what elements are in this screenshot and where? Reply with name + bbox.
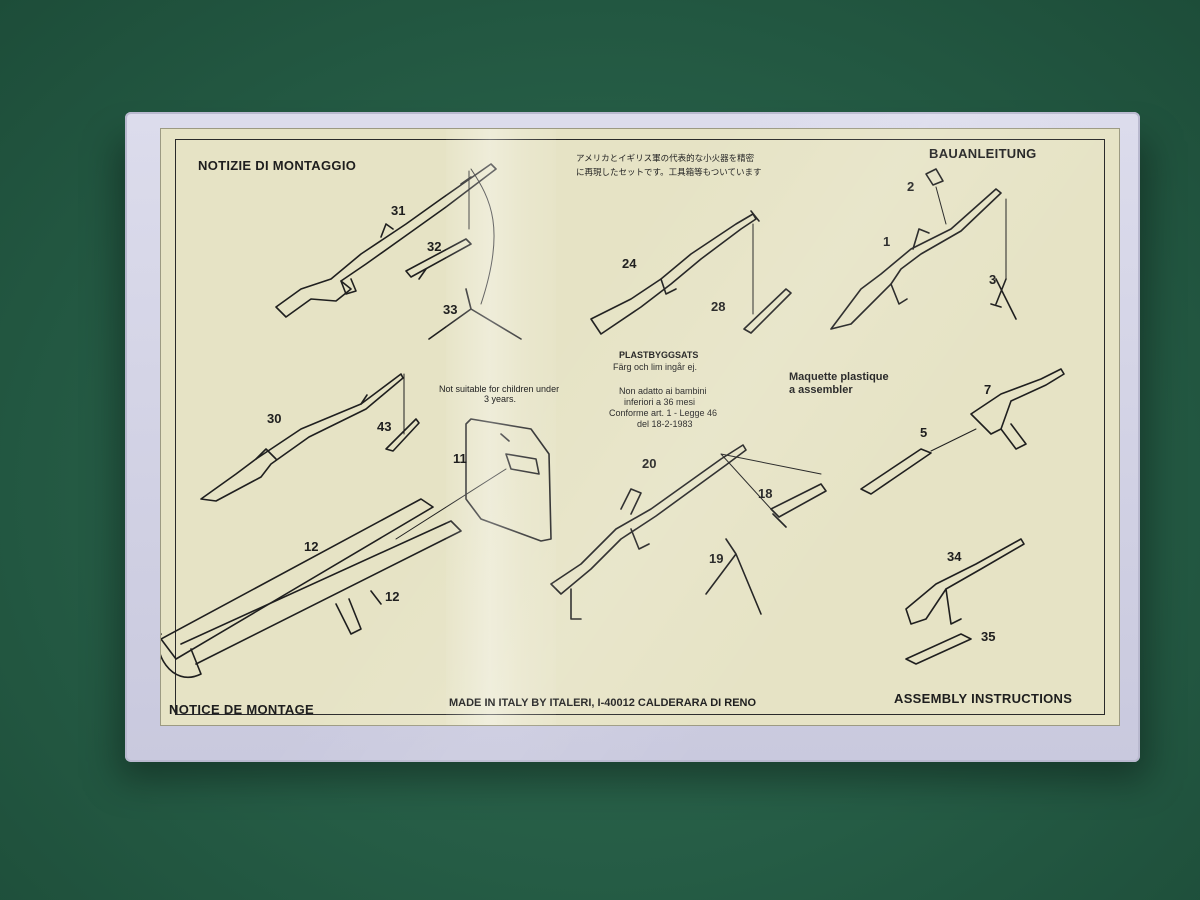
part-7-drawing [970,368,1065,450]
weapon-illustrations [161,163,1065,678]
heading-german: BAUANLEITUNG [929,146,1037,161]
part-35-drawing [905,633,972,665]
part-5-drawing [860,448,932,495]
japanese-line-2: に再現したセットです。工具箱等もついています [576,167,762,177]
heading-italian: NOTIZIE DI MONTAGGIO [198,158,357,173]
part-number-30: 30 [267,411,282,426]
italian-notice-1: Non adatto ai bambini [619,386,707,396]
part-number-31: 31 [391,203,406,218]
part-30-drawing [200,373,404,502]
part-32-drawing [405,238,472,278]
heading-french: NOTICE DE MONTAGE [169,702,314,717]
swedish-sub: Färg och lim ingår ej. [613,362,698,372]
part-number-2: 2 [907,179,915,194]
part-43-drawing [385,418,420,452]
part-20-drawing [550,444,747,620]
part-28-drawing [743,288,792,334]
part-number-24: 24 [622,256,637,271]
part-33-drawing [428,288,522,340]
part-number-5: 5 [920,425,928,440]
part-number-11: 11 [453,451,467,466]
part-number-43: 43 [377,419,392,434]
part-number-12-lower: 12 [385,589,400,604]
manufacturer-line: MADE IN ITALY BY ITALERI, I-40012 CALDER… [449,697,757,709]
part-number-20: 20 [642,456,657,471]
italian-notice-2: inferiori a 36 mesi [624,397,696,407]
english-notice-2: 3 years. [484,394,517,404]
part-number-34: 34 [947,549,962,564]
part-3-drawing [990,278,1017,320]
french-notice-2: a assembler [789,384,853,396]
instruction-panel: NOTIZIE DI MONTAGGIO BAUANLEITUNG NOTICE… [160,128,1120,726]
part-11-drawing [465,418,552,542]
heading-english: ASSEMBLY INSTRUCTIONS [894,691,1073,706]
part-number-3: 3 [989,272,997,287]
part-24-drawing [590,210,760,335]
part-19-drawing [705,538,762,615]
japanese-line-1: アメリカとイギリス軍の代表的な小火器を精密 [576,153,755,163]
part-number-18: 18 [758,486,773,501]
part-12-drawing [161,498,462,678]
english-notice-1: Not suitable for children under [439,384,560,394]
part-number-35: 35 [981,629,996,644]
part-number-1: 1 [883,234,891,249]
part-number-33: 33 [443,302,458,317]
part-18-drawing [770,483,827,528]
part-number-19: 19 [709,551,724,566]
panel-border [175,139,1105,715]
italian-notice-4: del 18-2-1983 [637,419,693,429]
italian-notice-3: Conforme art. 1 - Legge 46 [609,408,718,418]
part-34-drawing [905,538,1025,625]
part-number-7: 7 [984,382,992,397]
french-notice-1: Maquette plastique [789,371,889,383]
part-1-drawing [830,188,1002,330]
part-number-32: 32 [427,239,442,254]
part-number-28: 28 [711,299,726,314]
swedish-title: PLASTBYGGSATS [619,350,699,360]
part-number-12-upper: 12 [304,539,319,554]
part-2-drawing [925,168,944,186]
